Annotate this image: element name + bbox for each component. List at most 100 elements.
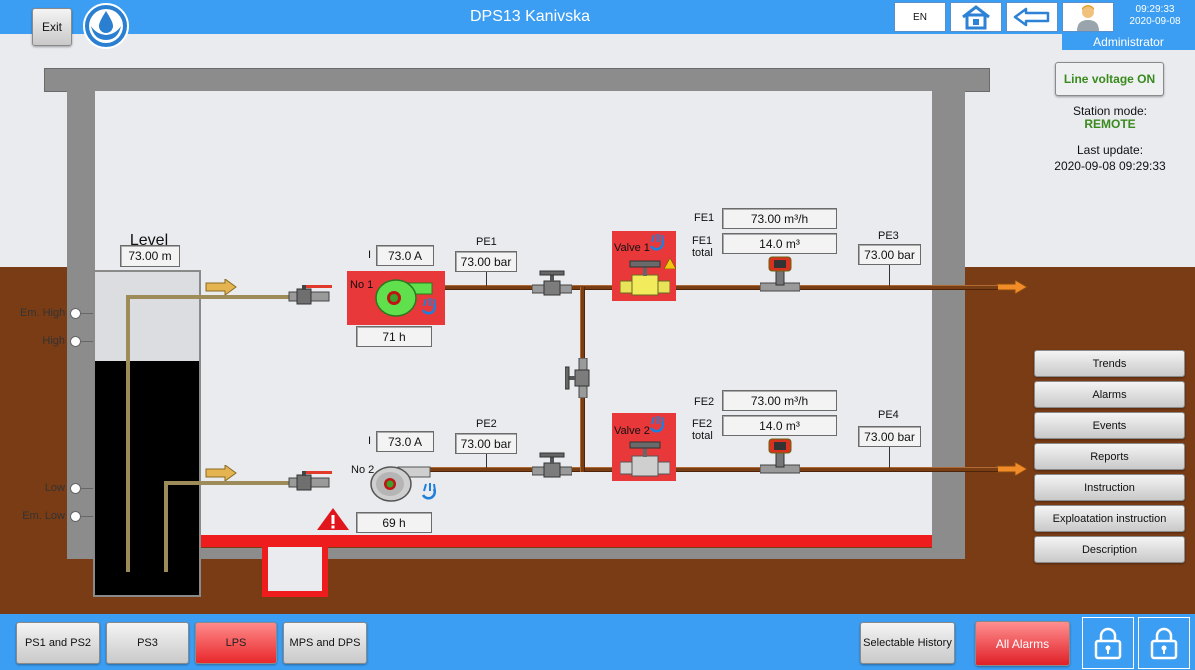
pump-2-name: No 2: [351, 464, 375, 476]
station-mode-value: REMOTE: [1084, 117, 1136, 131]
user-avatar-icon: [1077, 5, 1099, 31]
pump-2-hours: 69 h: [356, 512, 432, 533]
level-mark-low: Low: [44, 482, 65, 494]
pe4-value: 73.00 bar: [858, 426, 921, 447]
pe2-value: 73.00 bar: [455, 433, 517, 454]
pe4-tap: [889, 447, 890, 468]
building-floor: [201, 548, 965, 559]
pe1-tap: [486, 272, 487, 286]
tab-ps1-ps2[interactable]: PS1 and PS2: [16, 622, 100, 664]
last-update-value: 2020-09-08 09:29:33: [1054, 159, 1166, 173]
building-wall-left: [67, 91, 95, 559]
user-button[interactable]: [1062, 2, 1114, 32]
fe2-label: FE2: [694, 396, 715, 408]
discharge-pipe-1: [430, 285, 998, 290]
drain-joint: [262, 535, 268, 547]
pump-1-hours: 71 h: [356, 326, 432, 347]
lock-icon: [1150, 627, 1178, 660]
pe2-label: PE2: [476, 418, 497, 430]
building-interior: [95, 91, 932, 536]
flow-meter-2: [760, 438, 800, 474]
bypass-valve[interactable]: [565, 358, 591, 398]
discharge-pipe-2: [430, 467, 998, 472]
back-button[interactable]: [1006, 2, 1058, 32]
warning-icon[interactable]: [316, 507, 350, 531]
alarms-button[interactable]: Alarms: [1034, 381, 1185, 408]
exit-label: Exit: [41, 20, 62, 34]
flow-arrow-icon: [205, 465, 237, 481]
exit-button[interactable]: Exit: [32, 8, 72, 46]
level-mark-em-high-indicator: [70, 308, 81, 319]
lock-button-2[interactable]: [1138, 617, 1190, 669]
remote-control-icon: [649, 416, 664, 433]
fe2-total-value: 14.0 m³: [722, 415, 837, 436]
valve-2-label: Valve 2: [614, 425, 650, 437]
selectable-history-button[interactable]: Selectable History: [860, 622, 955, 664]
tab-lps[interactable]: LPS: [195, 622, 277, 664]
level-tick: [81, 313, 93, 314]
remote-control-icon: [649, 234, 664, 251]
instruction-button[interactable]: Instruction: [1034, 474, 1185, 501]
line-voltage-status: Line voltage ON: [1055, 62, 1164, 96]
tank-liquid: [95, 361, 199, 595]
reports-button[interactable]: Reports: [1034, 443, 1185, 470]
pe2-tap: [486, 454, 487, 468]
clock: 09:29:33 2020-09-08: [1118, 4, 1192, 28]
level-tick: [81, 488, 93, 489]
level-label: Level: [129, 232, 169, 249]
lock-button[interactable]: [1082, 617, 1134, 669]
pump-1[interactable]: [372, 274, 434, 320]
pump-1-name: No 1: [350, 279, 374, 291]
valve-1-body: [620, 260, 670, 296]
suction-pipe-2-vertical: [164, 481, 168, 572]
tab-mps-dps[interactable]: MPS and DPS: [283, 622, 367, 664]
flow-meter-1: [760, 256, 800, 292]
level-mark-em-low: Em. Low: [22, 510, 65, 522]
page-title: DPS13 Kanivska: [469, 8, 591, 25]
level-value: 73.00 m: [120, 245, 180, 267]
level-tick: [81, 516, 93, 517]
exploatation-instruction-button[interactable]: Exploatation instruction: [1034, 505, 1185, 532]
level-mark-em-high: Em. High: [20, 307, 66, 319]
pe3-label: PE3: [878, 230, 899, 242]
description-button[interactable]: Description: [1034, 536, 1185, 563]
suction-pipe-1-vertical: [126, 295, 130, 572]
remote-control-icon: [421, 483, 436, 500]
all-alarms-button[interactable]: All Alarms: [975, 621, 1070, 666]
back-arrow-icon: [1013, 7, 1050, 27]
pump-1-current: 73.0 A: [376, 245, 434, 266]
tab-ps3[interactable]: PS3: [106, 622, 189, 664]
warning-icon: [664, 258, 676, 269]
pe3-value: 73.00 bar: [858, 244, 921, 265]
pe1-label: PE1: [476, 236, 497, 248]
fe1-total-label: FE1 total: [692, 235, 713, 259]
gate-valve-2[interactable]: [532, 452, 572, 478]
remote-control-icon: [421, 298, 436, 315]
gate-valve-1[interactable]: [532, 270, 572, 296]
suction-pipe-1: [126, 295, 296, 299]
fe2-total-label: FE2 total: [692, 418, 713, 442]
lock-icon: [1094, 627, 1122, 660]
fe1-label: FE1: [694, 212, 715, 224]
clock-date: 2020-09-08: [1129, 16, 1181, 27]
events-button[interactable]: Events: [1034, 412, 1185, 439]
home-icon: [962, 5, 990, 30]
fe1-total-value: 14.0 m³: [722, 233, 837, 254]
level-tick: [81, 341, 93, 342]
suction-valve-1[interactable]: [287, 284, 337, 306]
language-label: EN: [913, 11, 927, 23]
level-mark-high-indicator: [70, 336, 81, 347]
clock-time: 09:29:33: [1135, 4, 1175, 15]
suction-valve-2[interactable]: [287, 470, 337, 492]
level-mark-low-indicator: [70, 483, 81, 494]
pump-2-current: 73.0 A: [376, 431, 434, 452]
suction-pipe-2: [164, 481, 296, 485]
trends-button[interactable]: Trends: [1034, 350, 1185, 377]
pump-2[interactable]: [358, 460, 432, 506]
language-button[interactable]: EN: [894, 2, 946, 32]
flow-arrow-icon: [996, 462, 1028, 476]
home-button[interactable]: [950, 2, 1002, 32]
last-update-label: Last update:: [1076, 143, 1144, 157]
level-mark-high: High: [42, 335, 65, 347]
drain-pit-inner: [268, 547, 322, 591]
